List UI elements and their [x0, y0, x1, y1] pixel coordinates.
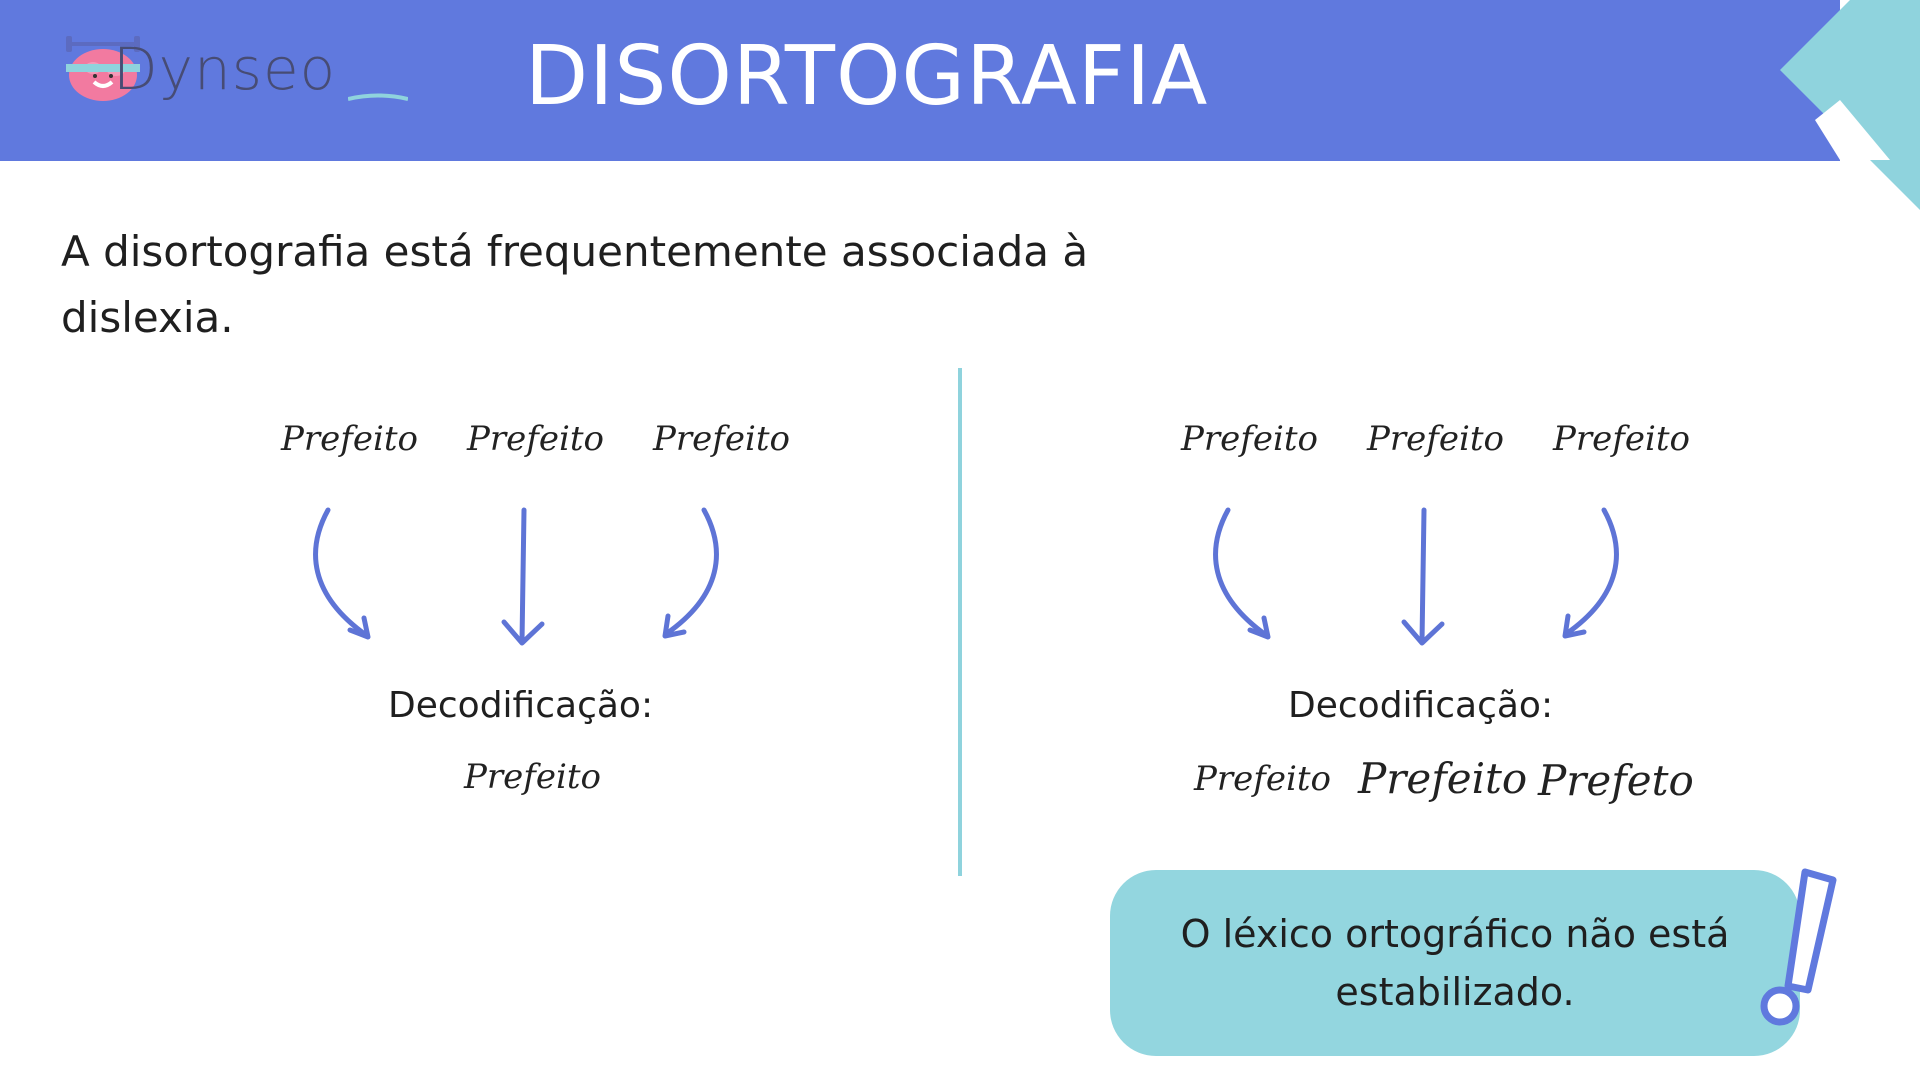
logo-wordmark: Dynseo	[113, 35, 337, 103]
curved-arrow-right-icon	[662, 507, 719, 639]
curved-arrow-left-icon	[313, 507, 371, 640]
header-banner	[0, 0, 1840, 161]
right-decoded-word-2: Prefeito	[1358, 754, 1528, 803]
left-decodification-label: Decodificação:	[388, 685, 654, 726]
logo-swoosh-icon	[348, 93, 408, 101]
panel-divider	[958, 368, 962, 876]
right-source-word-3: Prefeito	[1553, 419, 1690, 459]
page-title: DISORTOGRAFIA	[525, 29, 1209, 124]
straight-arrow-down-icon	[501, 507, 545, 646]
curved-arrow-left-icon	[1213, 507, 1271, 640]
callout-text: O léxico ortográfico não está estabiliza…	[1180, 912, 1730, 1014]
right-decoded-word-1: Prefeito	[1194, 759, 1331, 799]
left-source-word-2: Prefeito	[467, 419, 604, 459]
curved-arrow-right-icon	[1562, 507, 1619, 639]
right-source-word-2: Prefeito	[1367, 419, 1504, 459]
right-source-word-1: Prefeito	[1181, 419, 1318, 459]
left-decoded-word: Prefeito	[464, 757, 601, 797]
left-source-word-3: Prefeito	[653, 419, 790, 459]
dynseo-logo[interactable]: Dynseo	[58, 30, 408, 120]
brain-mascot-icon	[66, 36, 140, 101]
callout-box	[1110, 870, 1800, 1056]
straight-arrow-down-icon	[1401, 507, 1445, 646]
right-decodification-label: Decodificação:	[1288, 685, 1554, 726]
left-source-word-1: Prefeito	[281, 419, 418, 459]
right-decoded-word-3: Prefeto	[1538, 756, 1694, 805]
exclamation-icon	[1760, 868, 1837, 1026]
corner-decoration	[1780, 0, 1920, 210]
intro-text: A disortografia está frequentemente asso…	[61, 227, 1089, 342]
